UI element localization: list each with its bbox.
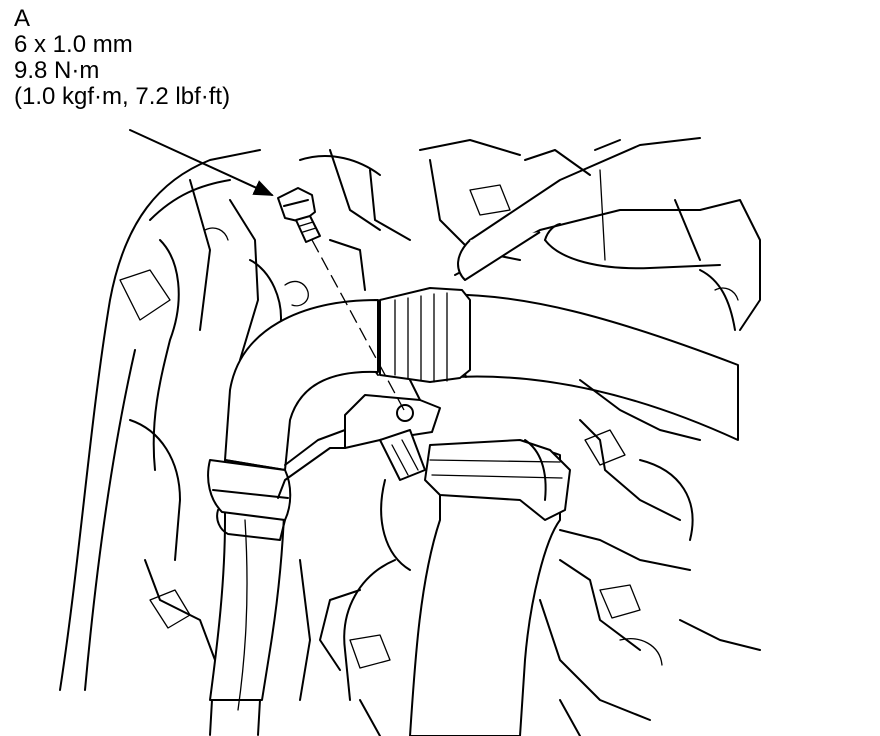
upper-tube bbox=[454, 137, 761, 331]
callout-bolt-size: 6 x 1.0 mm bbox=[14, 31, 133, 58]
callout-letter: A bbox=[14, 5, 31, 32]
bolt-callout: A 6 x 1.0 mm 9.8 N·m (1.0 kgf·m, 7.2 lbf… bbox=[14, 6, 230, 110]
right-lower-components bbox=[539, 379, 761, 736]
bent-pipe bbox=[209, 299, 379, 736]
pipe-grommet bbox=[207, 459, 292, 541]
upper-hose bbox=[366, 287, 739, 441]
bolt-icon bbox=[277, 187, 321, 243]
engine-background-outline bbox=[59, 139, 621, 691]
bolt-alignment-line bbox=[311, 239, 405, 411]
pipe-bracket bbox=[277, 379, 441, 499]
callout-torque-nm: 9.8 N·m bbox=[14, 57, 100, 84]
callout-torque-alt: (1.0 kgf·m, 7.2 lbf·ft) bbox=[14, 83, 231, 110]
lower-hose bbox=[409, 439, 571, 736]
lower-housing bbox=[299, 479, 411, 736]
callout-leader-arrow bbox=[129, 129, 274, 196]
